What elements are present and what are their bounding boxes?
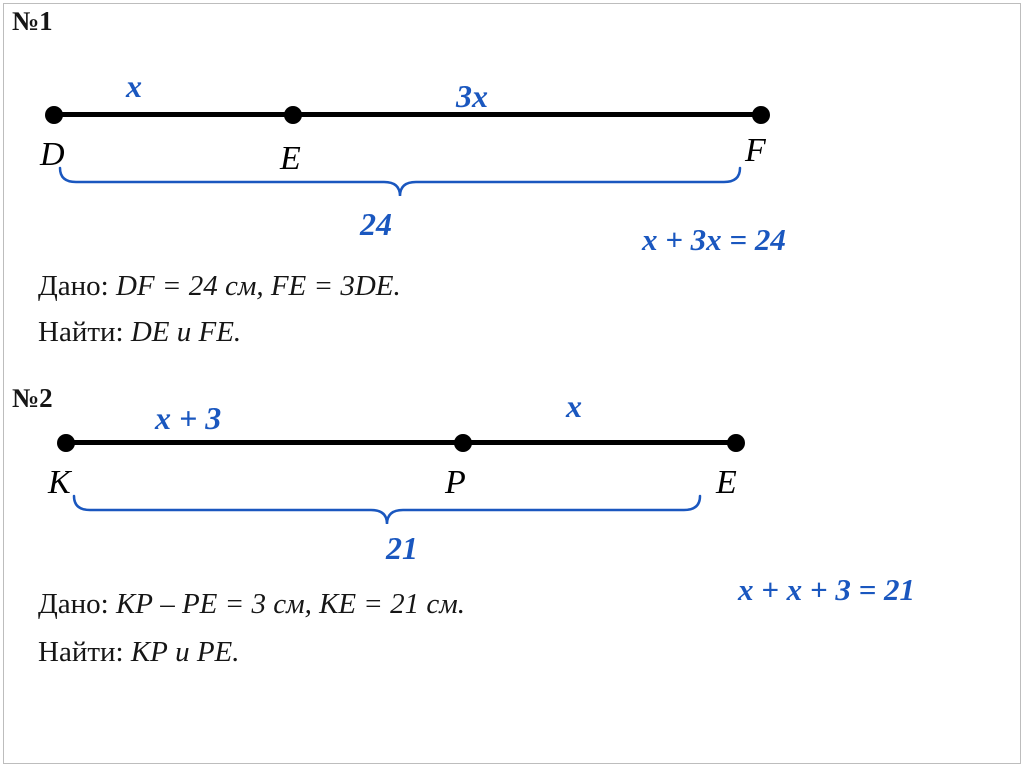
point-E-dot (284, 106, 302, 124)
given-label: Дано: (38, 270, 109, 302)
point-F-label: F (745, 132, 766, 169)
point-E2-dot (727, 434, 745, 452)
point-D-dot (45, 106, 63, 124)
point-K-dot (57, 434, 75, 452)
find-body: DE и FE. (130, 316, 242, 348)
point-E2-label: E (716, 464, 737, 501)
point-P-dot (454, 434, 472, 452)
segment-DF-line (52, 112, 764, 117)
problem-1-find: Найти: DE и FE. (38, 316, 241, 349)
problem-2-find: Найти: КР и РЕ. (38, 636, 240, 669)
find-label: Найти: (38, 316, 124, 348)
point-E-label: E (280, 140, 301, 177)
given-label: Дано: (38, 588, 109, 620)
problem-1-number: №1 (12, 6, 53, 36)
segment-PE-length-label: x (566, 388, 582, 424)
problem-2-number: №2 (12, 383, 53, 413)
brace-value-24: 24 (360, 206, 392, 242)
segment-KP-length-label: x + 3 (155, 400, 222, 436)
problem-1-given: Дано: DF = 24 см, FE = 3DE. (38, 270, 401, 303)
point-K-label: K (48, 464, 71, 501)
find-label: Найти: (38, 636, 124, 668)
point-P-label: P (445, 464, 466, 501)
segment-KE-line (62, 440, 740, 445)
given-body: КР – РЕ = 3 см, КЕ = 21 см. (115, 588, 466, 620)
problem-2-equation: x + x + 3 = 21 (738, 572, 915, 607)
underbrace-24 (58, 166, 742, 197)
point-F-dot (752, 106, 770, 124)
segment-DE-length-label: x (126, 68, 142, 104)
segment-EF-length-label: 3x (456, 78, 488, 114)
given-body: DF = 24 см, FE = 3DE. (115, 270, 401, 302)
brace-value-21: 21 (386, 530, 418, 566)
point-D-label: D (40, 136, 65, 173)
problem-2-given: Дано: КР – РЕ = 3 см, КЕ = 21 см. (38, 588, 465, 621)
find-body: КР и РЕ. (130, 636, 240, 668)
problem-1-equation: x + 3x = 24 (642, 222, 786, 257)
underbrace-21 (72, 494, 702, 525)
